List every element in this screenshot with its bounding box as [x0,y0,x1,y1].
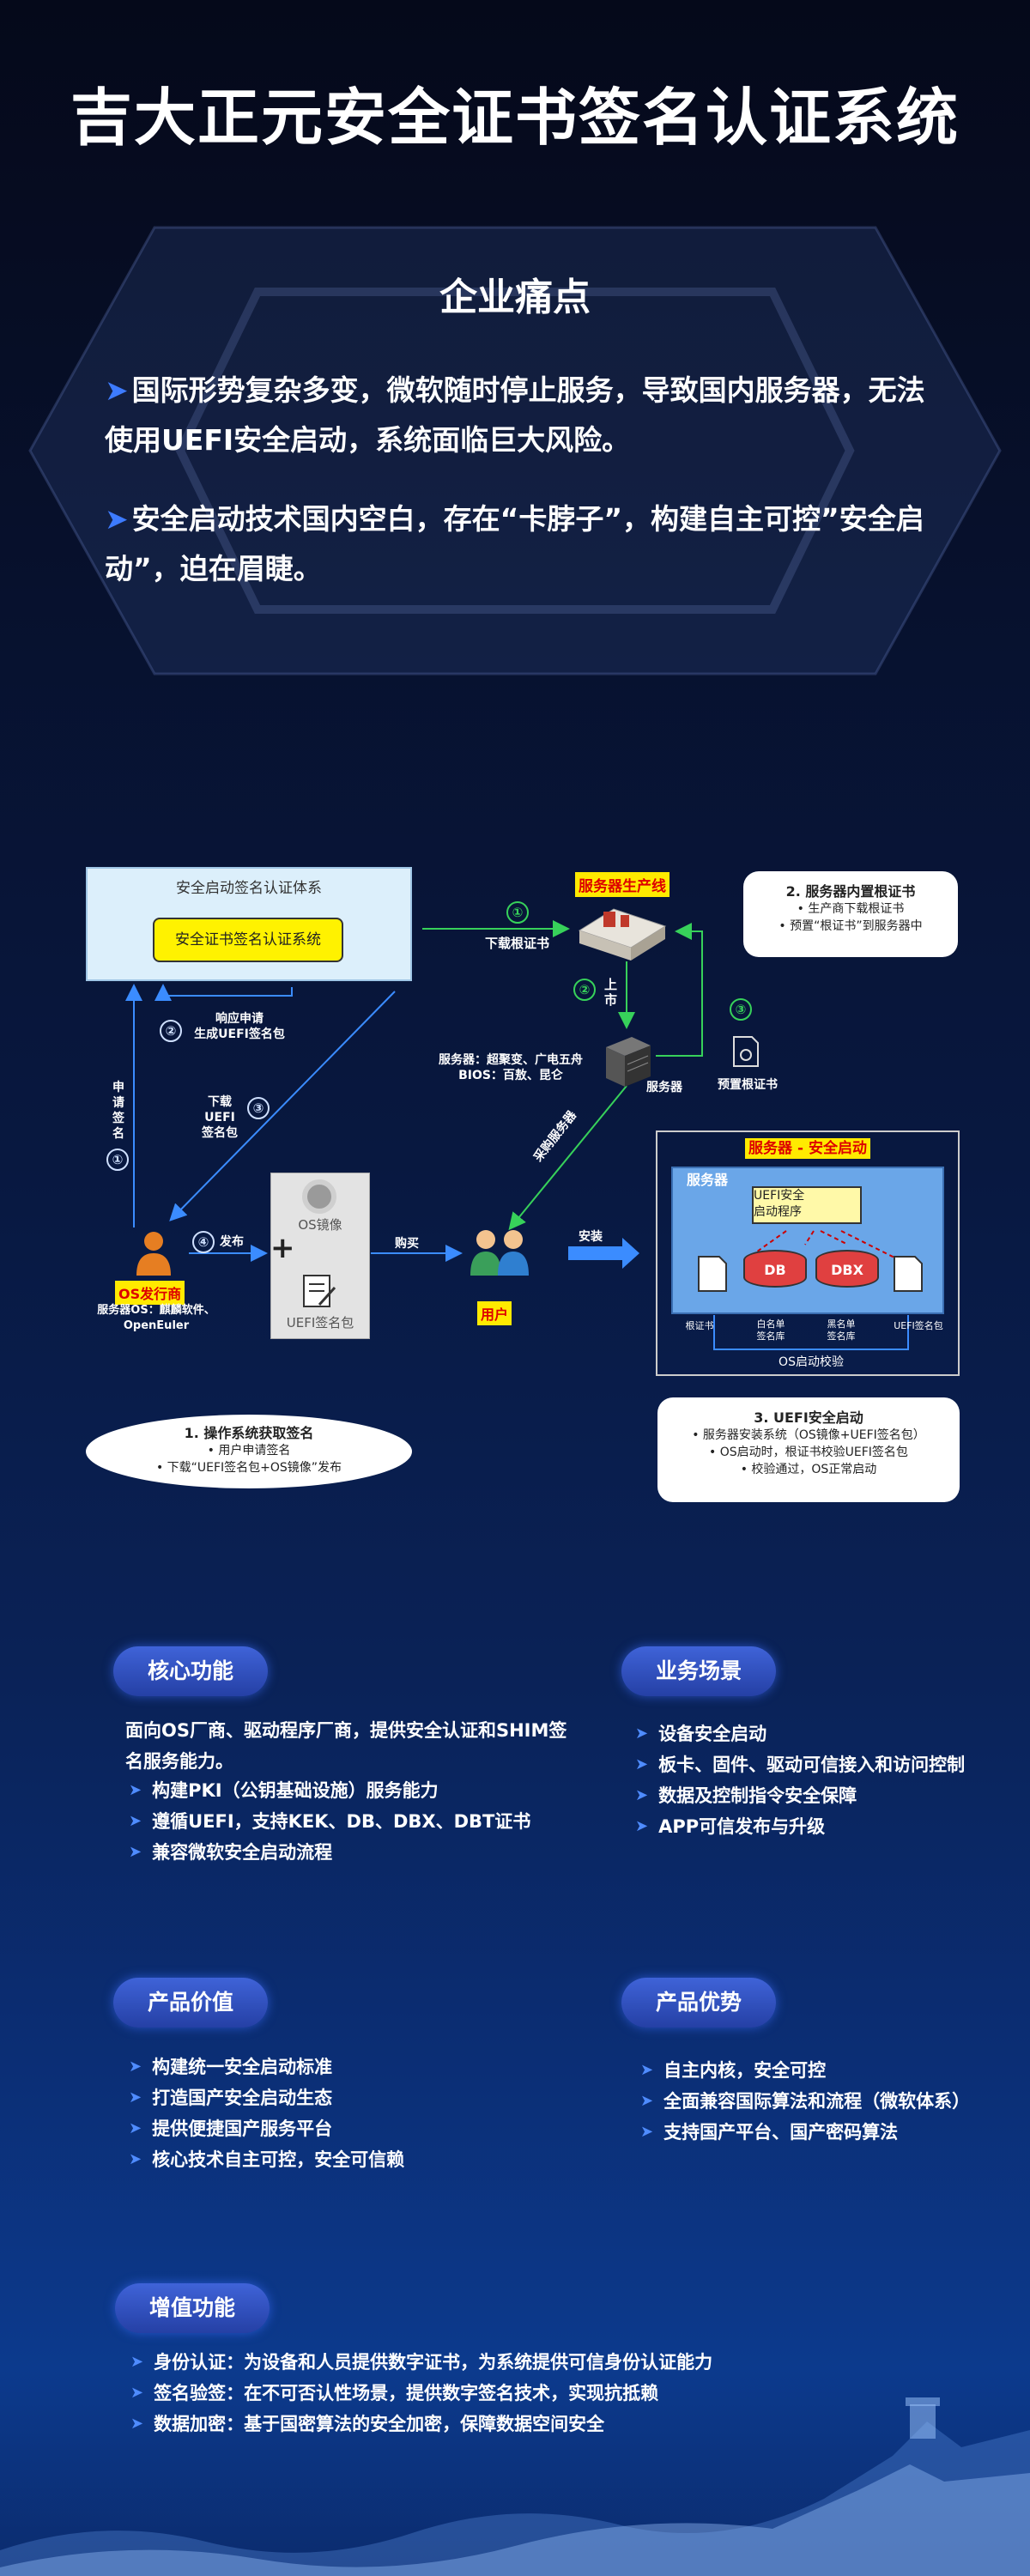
page-title: 吉大正元安全证书签名认证系统 [70,82,960,154]
great-wall-silhouette [0,2397,1030,2576]
cert-label-root: 根证书 [685,1320,714,1331]
response-badge: ② [160,1020,182,1042]
pain-item-2: ➤安全启动技术国内空白，存在“卡脖子”，构建自主可控”安全启动”，迫在眉睫。 [105,494,936,594]
list-item: ➤身份认证：为设备和人员提供数字证书，为系统提供可信身份认证能力 [130,2352,713,2373]
release-label: 发布 [220,1235,244,1249]
boot-chain-icons [698,1230,923,1292]
preset-root-cert-label: 预置根证书 [718,1078,778,1092]
step-3-badge: ② [573,979,596,1001]
response-label: 响应申请 生成UEFI签名包 [194,1012,285,1041]
os-publisher-tag: OS发行商 [115,1281,185,1305]
cert-label-whitelist: 白名单 签名库 [756,1318,785,1342]
boot-server-label: 服务器 [687,1172,729,1188]
list-item: ➤板卡、固件、驱动可信接入和访问控制 [635,1755,966,1775]
list-item: ➤打造国产安全启动生态 [129,2088,333,2108]
secure-boot-box [656,1130,960,1376]
signed-doc-icon [303,1275,336,1307]
download-uefi-label: 下载 UEFI 签名包 [202,1095,238,1140]
boot-title: 服务器 - 安全启动 [656,1136,960,1159]
bubble-builtin-root-cert: 2. 服务器内置根证书 • 生产商下载根证书 • 预置“根证书”到服务器中 [743,871,958,957]
list-item: ➤构建PKI（公钥基础设施）服务能力 [129,1780,439,1801]
publisher-person-icon [136,1232,171,1276]
chevron-icon: ➤ [105,373,129,407]
list-item: ➤核心技术自主可控，安全可信赖 [129,2149,405,2170]
list-item: ➤自主内核，安全可控 [640,2060,827,2081]
plus-icon: + [270,1231,295,1265]
disc-icon [302,1179,336,1214]
cert-sign-system[interactable]: 安全证书签名认证系统 [153,918,343,962]
release-badge: ④ [192,1231,215,1253]
list-item: ➤遵循UEFI，支持KEK、DB、DBX、DBT证书 [129,1811,531,1832]
apply-sign-label: 申 请 签 名 [112,1081,124,1141]
system-box-title: 安全启动签名认证体系 [176,880,322,897]
list-item: ➤设备安全启动 [635,1724,767,1744]
list-item: ➤签名验签：在不可否认性场景，提供数字签名技术，实现抗抵赖 [130,2383,659,2403]
certificate-icon [733,1036,759,1067]
server-icon [606,1037,651,1087]
bubble-os-get-signature: 1. 操作系统获取签名 • 用户申请签名 • 下载“UEFI签名包+OS镜像”发… [86,1415,412,1488]
list-item: ➤APP可信发布与升级 [635,1816,826,1837]
value-list: ➤构建统一安全启动标准 ➤打造国产安全启动生态 ➤提供便捷国产服务平台 ➤核心技… [129,2052,558,2175]
factory-tag: 服务器生产线 [575,872,670,897]
server-vendor-info: 服务器：超聚变、广电五舟 BIOS：百敖、昆仑 [439,1053,583,1082]
uefi-pack-label: UEFI签名包 [286,1315,354,1330]
pain-item-1: ➤国际形势复杂多变，微软随时停止服务，导致国内服务器，无法使用UEFI安全启动，… [105,366,936,465]
list-item: ➤支持国产平台、国产密码算法 [640,2122,899,2143]
step-2-badge: ③ [730,998,752,1021]
os-image-label: OS镜像 [298,1217,342,1233]
chevron-icon: ➤ [105,502,129,536]
list-item: ➤提供便捷国产服务平台 [129,2118,333,2139]
os-publisher-desc: 服务器OS：麒麟软件、 OpenEuler [97,1304,215,1332]
pain-item-text: 安全启动技术国内空白，存在“卡脖子”，构建自主可控”安全启动”，迫在眉睫。 [105,502,924,585]
install-label: 安装 [579,1230,603,1244]
user-group-icon [470,1230,529,1276]
dbx-cylinder: DBX [815,1250,879,1288]
cert-label-uefi: UEFI签名包 [894,1320,943,1331]
buy-label: 购买 [395,1237,419,1251]
list-item: ➤兼容微软安全启动流程 [129,1842,333,1863]
step-1-badge: ① [506,901,529,924]
list-item: ➤构建统一安全启动标准 [129,2057,333,2077]
apply-badge: ① [106,1149,129,1171]
core-functions-pill: 核心功能 [113,1646,268,1696]
server-label: 服务器 [646,1081,682,1094]
product-value-pill: 产品价值 [113,1978,268,2027]
business-scenes-pill: 业务场景 [621,1646,776,1696]
db-cylinder: DB [743,1250,807,1288]
flow-arrows [125,920,909,1350]
advantage-list: ➤自主内核，安全可控 ➤全面兼容国际算法和流程（微软体系） ➤支持国产平台、国产… [640,2055,1001,2148]
list-item: ➤全面兼容国际算法和流程（微软体系） [640,2091,971,2112]
product-advantage-pill: 产品优势 [621,1978,776,2027]
bubble-uefi-secure-boot: 3. UEFI安全启动 • 服务器安装系统（OS镜像+UEFI签名包） • OS… [657,1397,960,1502]
pain-heading: 企业痛点 [439,276,591,319]
hexagon-backdrop [28,226,1002,676]
cert-label-blacklist: 黑名单 签名库 [827,1318,856,1342]
os-verify-label: OS启动校验 [779,1355,844,1369]
list-item: ➤数据及控制指令安全保障 [635,1785,857,1806]
factory-icon [578,908,667,961]
core-list: ➤构建PKI（公钥基础设施）服务能力 ➤遵循UEFI，支持KEK、DB、DBX、… [129,1775,575,1868]
added-list: ➤身份认证：为设备和人员提供数字证书，为系统提供可信身份认证能力 ➤签名验签：在… [130,2347,903,2440]
pain-item-text: 国际形势复杂多变，微软随时停止服务，导致国内服务器，无法使用UEFI安全启动，系… [105,373,925,457]
scene-list: ➤设备安全启动 ➤板卡、固件、驱动可信接入和访问控制 ➤数据及控制指令安全保障 … [635,1718,996,1842]
download-badge: ③ [247,1097,270,1119]
download-root-cert-label: 下载根证书 [485,936,550,951]
market-label: 上 市 [604,977,618,1008]
user-tag: 用户 [477,1301,512,1325]
list-item: ➤数据加密：基于国密算法的安全加密，保障数据空间安全 [130,2414,605,2434]
added-functions-pill: 增值功能 [115,2283,270,2333]
core-intro: 面向OS厂商、驱动程序厂商，提供安全认证和SHIM签名服务能力。 [125,1720,567,1772]
uefi-boot-program: UEFI安全 启动程序 [752,1186,862,1224]
